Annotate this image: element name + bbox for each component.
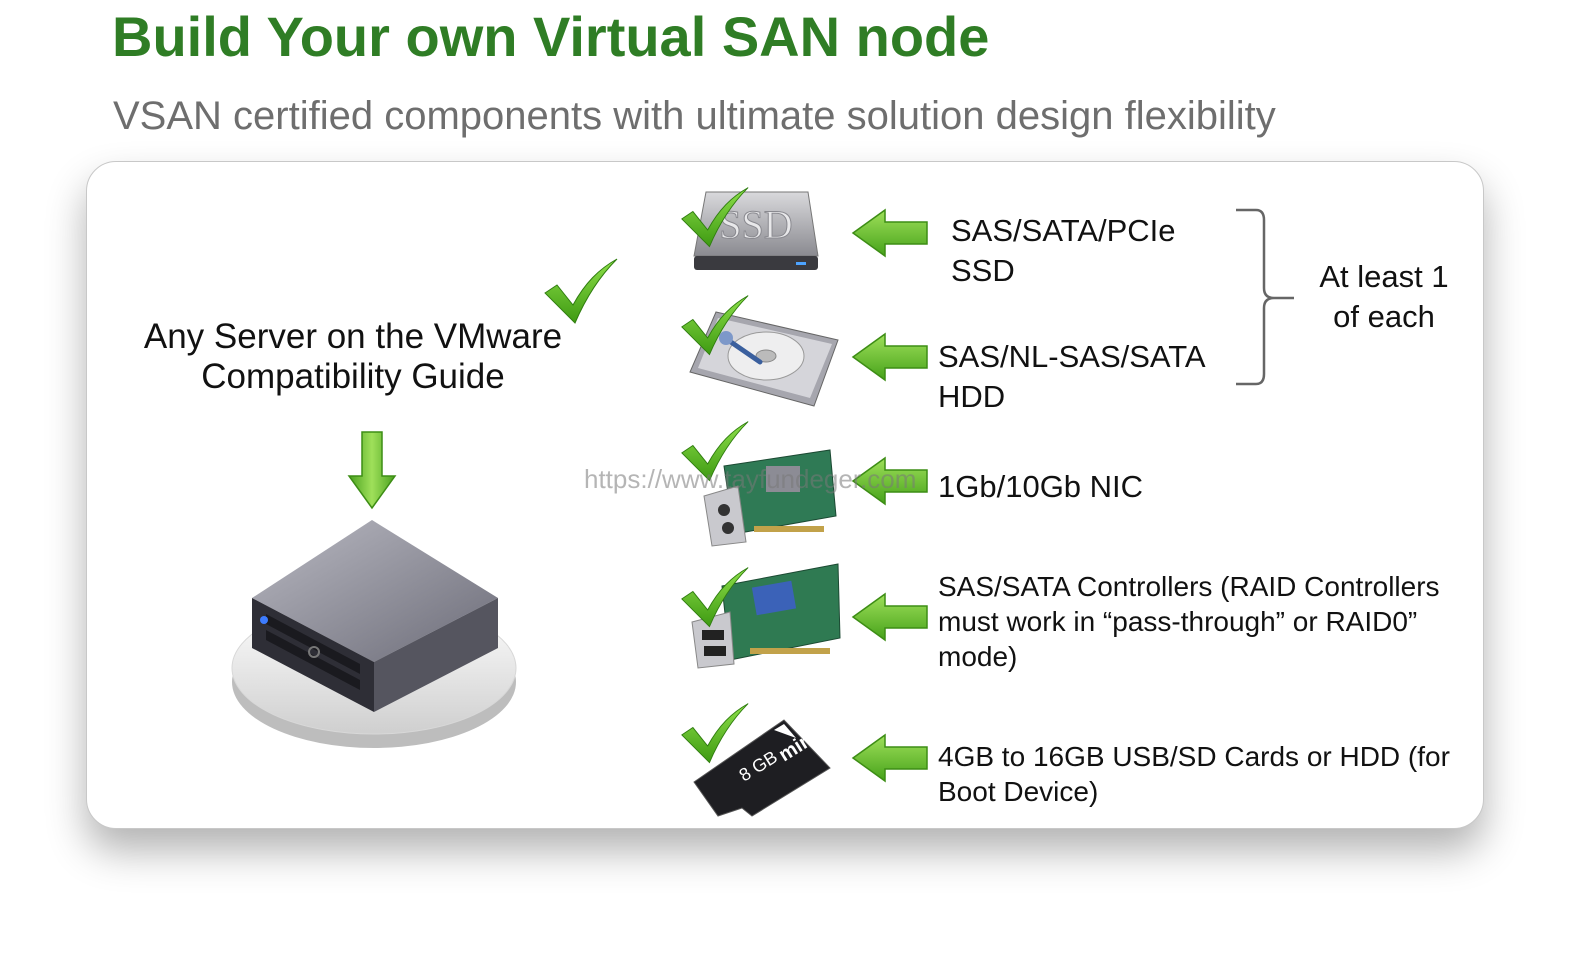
ssd-check-icon [681,187,749,248]
sd-card-arrow-icon [851,733,928,783]
controller-label: SAS/SATA Controllers (RAID Controllers m… [938,571,1440,672]
sd-card-icon: 8 GB mini [693,719,831,817]
hdd-icon [689,311,839,407]
ssd-label: SAS/SATA/PCIe SSD [951,213,1176,288]
nic-label: 1Gb/10Gb NIC [938,469,1144,504]
controller-check-icon [681,567,749,628]
nic-card-icon [703,449,837,547]
ssd-arrow-icon [851,208,928,258]
server-check-icon [544,258,618,324]
curly-brace-icon [1236,208,1294,386]
boot-device-label: 4GB to 16GB USB/SD Cards or HDD (for Boo… [938,741,1450,807]
page-title: Build Your own Virtual SAN node [112,5,990,68]
watermark: https://www.tayfundeger.com [584,464,917,494]
server-label: Any Server on the VMware Compatibility G… [143,317,563,396]
raid-controller-icon [691,563,841,669]
page-subtitle: VSAN certified components with ultimate … [113,94,1276,138]
sd-card-check-icon [681,703,749,764]
ssd-icon: SSD [693,191,819,270]
svg-text:SSD: SSD [719,202,792,247]
hdd-arrow-icon [851,332,928,382]
controller-arrow-icon [851,592,928,642]
nic-arrow-icon [851,456,928,506]
nic-check-icon [681,421,749,482]
server-icon [231,520,517,748]
hdd-label: SAS/NL-SAS/SATA HDD [938,339,1206,414]
hdd-check-icon [681,295,749,356]
at-least-one-label: At least 1 of each [1319,259,1449,334]
down-arrow-icon [347,431,397,510]
